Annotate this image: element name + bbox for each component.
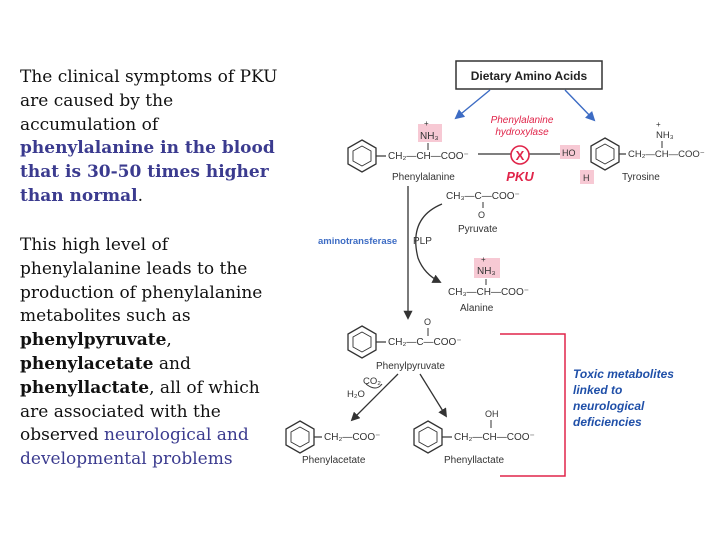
co2-release-curve: [365, 383, 383, 389]
intro-text: The clinical symptoms of PKU are caused …: [20, 67, 278, 135]
phenylalanine-charge: +: [424, 119, 429, 128]
tyrosine-h-highlight: [580, 170, 594, 184]
phenylalanine-ring-icon: [347, 139, 377, 173]
block-circle-icon: [510, 145, 530, 165]
toxic-bracket: [500, 333, 566, 477]
phenylacetate-chain: CH₂—COO⁻: [324, 432, 380, 443]
phenylalanine-label: Phenylalanine: [392, 172, 455, 183]
phenyllactate-ring-icon: [413, 420, 443, 454]
decarboxylation-arrow: [350, 373, 399, 422]
phenylacetate-label: Phenylacetate: [302, 455, 366, 466]
term-phenyllactate: phenyllactate: [20, 377, 150, 398]
phenylalanine-chain: CH₂—CH—COO⁻: [388, 151, 469, 162]
alanine-chain: CH₃—CH—COO⁻: [448, 287, 529, 298]
phenyllactate-oh: OH: [485, 409, 499, 419]
dietary-arrow-right: [564, 89, 596, 122]
tyrosine-charge: +: [656, 120, 661, 129]
pku-label: PKU: [506, 169, 534, 184]
tyrosine-ho-highlight: [560, 145, 580, 159]
toxic-line4: deficiencies: [573, 415, 642, 429]
phenylpyruvate-ring-inner: [352, 331, 372, 353]
pyruvate-o: O: [478, 210, 485, 220]
toxic-line2: linked to: [573, 383, 622, 397]
phenylacetate-ring-icon: [285, 420, 315, 454]
phenyllactate-ring-inner: [418, 426, 438, 448]
phenylalanine-nh3: NH₃: [420, 131, 439, 142]
term-phenylpyruvate: phenylpyruvate: [20, 330, 167, 351]
tyrosine-nh3: NH₃: [656, 130, 674, 141]
term-phenylacetate: phenylacetate: [20, 353, 154, 374]
alanine-amine-highlight: [474, 258, 500, 278]
tyrosine-chain: CH₂—CH—COO⁻: [628, 149, 705, 160]
phenylpyruvate-chain: CH₂—C—COO⁻: [388, 337, 462, 348]
phenyllactate-label: Phenyllactate: [444, 455, 504, 466]
toxic-line3: neurological: [573, 399, 645, 413]
pyruvate-label: Pyruvate: [458, 224, 498, 235]
alanine-nh3: NH₃: [477, 266, 496, 277]
phenylpyruvate-ring-icon: [347, 325, 377, 359]
phenylpyruvate-o: O: [424, 317, 431, 327]
co2-label: CO₂: [363, 376, 381, 387]
phenylpyruvate-label: Phenylpyruvate: [376, 361, 445, 372]
enzyme-name-line1: Phenylalanine: [491, 115, 554, 126]
reduction-arrow: [419, 373, 447, 418]
phenylacetate-ring-inner: [290, 426, 310, 448]
phenyllactate-chain: CH₂—CH—COO⁻: [454, 432, 535, 443]
phenylalanine-ring-inner: [352, 145, 372, 167]
pyruvate-alanine-curve-arrow: [415, 203, 443, 283]
metabolites-paragraph: This high level of phenylalanine leads t…: [20, 234, 282, 472]
alanine-label: Alanine: [460, 303, 494, 314]
tyrosine-ring-inner: [595, 143, 615, 165]
tyrosine-label: Tyrosine: [622, 172, 660, 183]
toxic-line1: Toxic metabolites: [573, 367, 674, 381]
separator-1: ,: [166, 330, 172, 351]
metabolites-text: This high level of phenylalanine leads t…: [20, 235, 263, 327]
dietary-arrow-left: [454, 89, 491, 120]
tyrosine-ho: HO: [562, 148, 576, 158]
intro-end: .: [137, 185, 144, 206]
separator-3: , all of which are associated with the o…: [20, 377, 260, 446]
tyrosine-h: H: [583, 173, 590, 183]
intro-highlight: phenylalanine in the blood that is 30-50…: [20, 138, 275, 206]
alanine-charge: +: [481, 255, 486, 264]
aminotransferase-label: aminotransferase: [318, 236, 397, 247]
intro-paragraph: The clinical symptoms of PKU are caused …: [20, 66, 282, 209]
block-x-mark: X: [516, 148, 525, 163]
h2o-label: H₂O: [347, 389, 365, 400]
pyruvate-chain: CH₃—C—COO⁻: [446, 191, 520, 202]
phenylalanine-amine-highlight: [418, 124, 442, 142]
plp-label: PLP: [413, 236, 432, 247]
dietary-amino-acids-box: [455, 60, 603, 90]
metabolites-highlight: neurological and developmental problems: [20, 425, 249, 470]
tyrosine-ring-icon: [590, 137, 620, 171]
separator-2: and: [153, 353, 191, 374]
dietary-amino-acids-label: Dietary Amino Acids: [471, 69, 588, 83]
enzyme-name-line2: hydroxylase: [495, 127, 549, 138]
